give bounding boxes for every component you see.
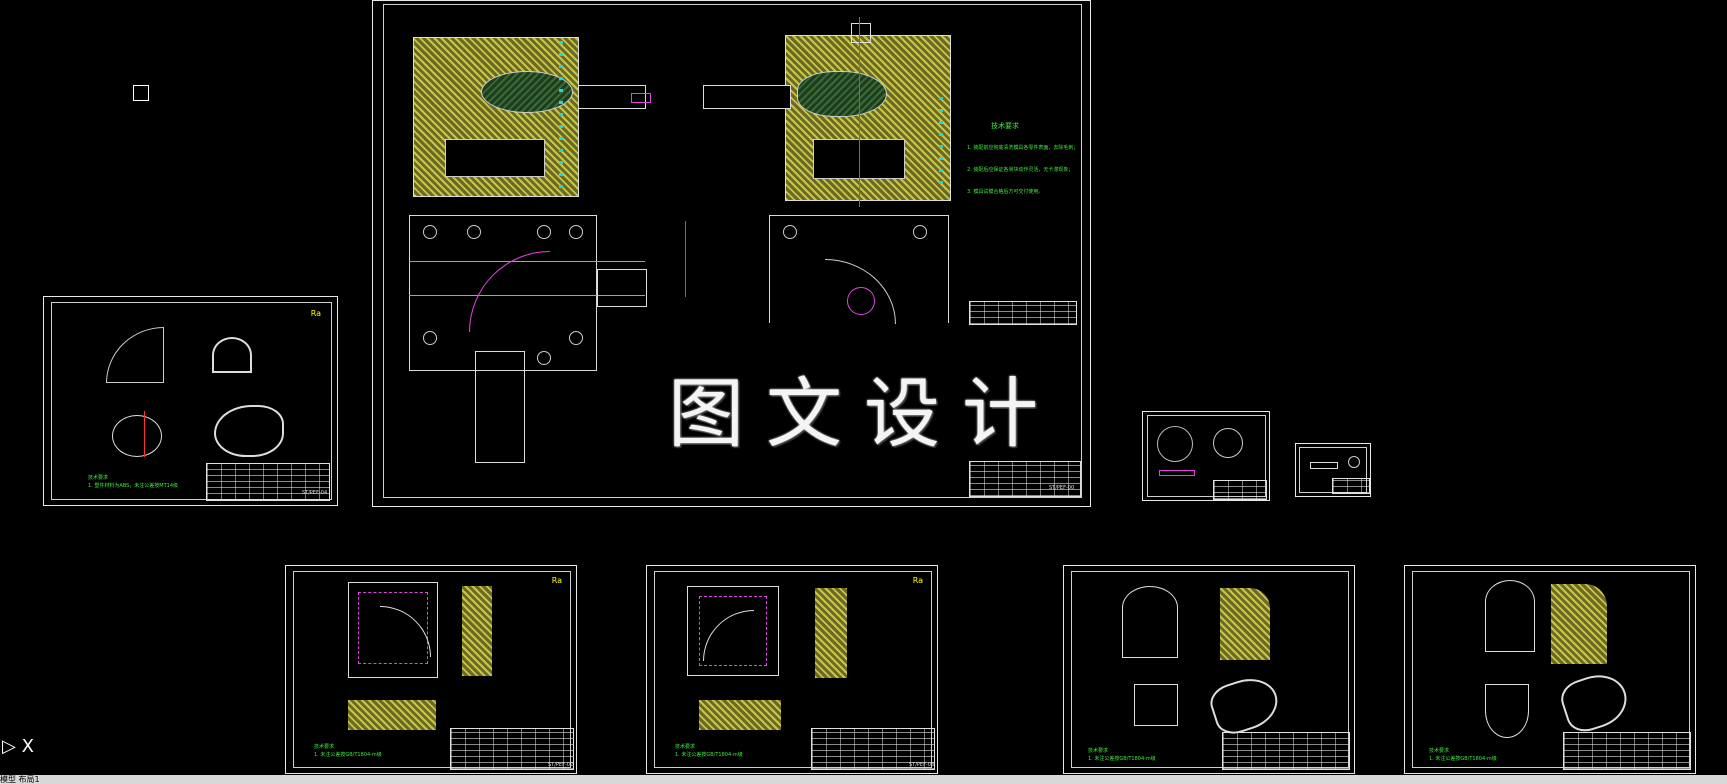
core-front-view <box>1485 580 1535 652</box>
note-line: 1. 未注公差按GB/T1804-m级 <box>675 752 743 758</box>
sheet-core-a[interactable]: 技术要求 1. 未注公差按GB/T1804-m级 <box>1063 565 1355 774</box>
sprue-bushing <box>851 23 871 43</box>
leader-balloons-right <box>939 97 943 187</box>
slider-left <box>578 85 646 109</box>
notes-title: 技术要求 <box>675 744 696 750</box>
watermark-text: 图文设计 <box>668 369 1060 458</box>
elbow-bottom-view <box>112 415 162 457</box>
elbow-iso-view <box>214 405 284 457</box>
drawing-number: ST/PEF-04 <box>302 490 328 496</box>
cavity-section <box>462 586 492 676</box>
core-section <box>1551 584 1607 664</box>
core-plan-view <box>1485 684 1529 738</box>
mold-right-cavity <box>797 71 887 117</box>
leader-balloons-left <box>559 41 563 191</box>
roughness-symbol: Ra <box>551 576 562 585</box>
parts-list-table <box>969 301 1077 325</box>
drawing-number: ST/PEF-03 <box>909 762 935 768</box>
notes-title: 技术要求 <box>314 744 335 750</box>
mold-left-void <box>445 139 545 177</box>
note-line: 1. 未注公差按GB/T1804-m级 <box>1088 756 1156 762</box>
drawing-number: ST/PEF-00 <box>1049 485 1075 491</box>
title-block <box>1563 732 1691 770</box>
tech-requirements-title: 技术要求 <box>991 122 1019 130</box>
tech-note-2: 2. 装配后应保证各滑块动作灵活，无卡滞现象； <box>967 167 1074 173</box>
title-block <box>450 728 574 770</box>
layout-tab-bar[interactable]: 模型 布局1 <box>0 775 1727 784</box>
crosshair-pickbox <box>133 85 149 101</box>
pin-view <box>1310 462 1338 469</box>
cavity-section <box>815 588 847 678</box>
ring-section <box>1159 470 1195 476</box>
elbow-side-view <box>212 337 252 373</box>
drawing-number: ST/PEF-02 <box>548 762 574 768</box>
mold-left-cavity <box>481 71 573 113</box>
layout-tabs-label[interactable]: 模型 布局1 <box>0 775 40 784</box>
sheet-pin-part[interactable] <box>1295 443 1371 497</box>
notes-title: 技术要求 <box>88 475 109 481</box>
title-block <box>1222 732 1350 770</box>
roughness-symbol: Ra <box>310 309 321 318</box>
plan-slider-ext <box>597 269 647 307</box>
slider-right <box>703 85 791 109</box>
ucs-icon: ▷ X <box>2 736 34 757</box>
sheet-cavity-a[interactable]: Ra 技术要求 1. 未注公差按GB/T1804-m级 ST/PEF-02 <box>285 565 577 774</box>
note-line: 1. 未注公差按GB/T1804-m级 <box>314 752 382 758</box>
notes-title: 技术要求 <box>1088 748 1109 754</box>
sheet-core-b[interactable]: 技术要求 1. 未注公差按GB/T1804-m级 <box>1404 565 1696 774</box>
note-line: 1. 未注公差按GB/T1804-m级 <box>1429 756 1497 762</box>
plan-view-left <box>409 215 597 371</box>
plan-gate-stem <box>475 351 525 463</box>
slider-left-pin <box>631 93 651 103</box>
core-front-view <box>1122 586 1178 658</box>
tech-note-3: 3. 模具试模合格后方可交付使用。 <box>967 189 1044 195</box>
sheet-ring-part[interactable] <box>1142 411 1270 501</box>
core-plan-view <box>1134 684 1178 726</box>
sheet-product[interactable]: Ra 技术要求 1. 塑件材料为ABS，未注公差按MT14级 ST/PEF-04 <box>43 296 338 506</box>
cavity-plate-plan <box>687 586 779 676</box>
sheet-cavity-b[interactable]: Ra 技术要求 1. 未注公差按GB/T1804-m级 ST/PEF-03 <box>646 565 938 774</box>
title-block <box>206 463 330 501</box>
title-block-assembly <box>969 461 1081 497</box>
title-block <box>811 728 935 770</box>
tech-note-1: 1. 装配前应彻底清洗模具各零件表面，去除毛刺； <box>967 145 1079 151</box>
note-line: 1. 塑件材料为ABS，未注公差按MT14级 <box>88 483 179 489</box>
plan-view-right <box>769 215 949 323</box>
core-section <box>1220 588 1270 660</box>
cavity-plate-plan <box>348 582 438 678</box>
cavity-bottom-section <box>699 700 781 730</box>
cavity-bottom-section <box>348 700 436 730</box>
notes-title: 技术要求 <box>1429 748 1450 754</box>
sheet-assembly[interactable]: 技术要求 1. 装配前应彻底清洗模具各零件表面，去除毛刺； 2. 装配后应保证各… <box>372 0 1091 507</box>
roughness-symbol: Ra <box>912 576 923 585</box>
